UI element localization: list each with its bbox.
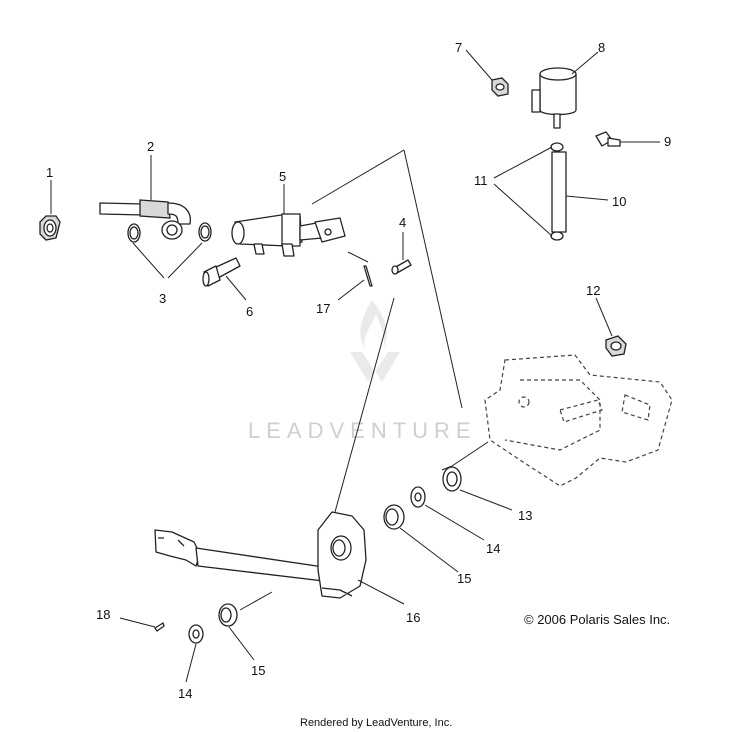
callout-18: 18 (96, 607, 110, 622)
callout-labels: 1 2 3 4 5 6 7 8 9 10 11 12 13 14 15 16 1… (46, 40, 671, 701)
callout-13: 13 (518, 508, 532, 523)
part-5-master-cylinder (231, 213, 346, 257)
part-9-bolt (595, 131, 621, 147)
callout-10: 10 (612, 194, 626, 209)
callout-15-upper: 15 (457, 571, 471, 586)
part-11-hose-clamps (550, 142, 564, 241)
part-15-bushing-upper (383, 504, 405, 530)
callout-12: 12 (586, 283, 600, 298)
copyright-notice: © 2006 Polaris Sales Inc. (524, 612, 670, 627)
part-3-crush-washers (127, 222, 212, 243)
part-18-cotter-pin (154, 622, 165, 632)
callout-2: 2 (147, 139, 154, 154)
part-16-brake-pedal (154, 511, 367, 599)
leader-lines (50, 49, 660, 683)
callout-4: 4 (399, 215, 406, 230)
callout-1: 1 (46, 165, 53, 180)
callout-3: 3 (159, 291, 166, 306)
callout-7: 7 (455, 40, 462, 55)
callout-8: 8 (598, 40, 605, 55)
callout-11: 11 (474, 173, 488, 188)
callout-9: 9 (664, 134, 671, 149)
callout-15-lower: 15 (251, 663, 265, 678)
part-12-nut (605, 335, 627, 357)
part-1-banjo-bolt (39, 215, 61, 241)
callout-14-lower: 14 (178, 686, 192, 701)
part-15-bushing-lower (218, 603, 238, 627)
part-2-brake-line (99, 199, 191, 240)
part-14-washer-upper (410, 486, 426, 508)
footer-credit: Rendered by LeadVenture, Inc. (300, 717, 452, 729)
callout-6: 6 (246, 304, 253, 319)
part-7-nut (491, 77, 509, 97)
part-10-hose (551, 151, 567, 233)
callout-17: 17 (316, 301, 330, 316)
watermark-logo (350, 300, 400, 382)
part-13-spring (441, 465, 462, 492)
watermark-text: LEADVENTURE (248, 418, 477, 443)
part-14-washer-lower (188, 624, 204, 644)
part-17-cotter-pin (363, 265, 373, 287)
frame-bracket (484, 354, 673, 487)
part-4-clevis-pin (391, 259, 412, 275)
callout-5: 5 (279, 169, 286, 184)
part-6-bolt (202, 257, 241, 287)
part-8-reservoir (531, 67, 577, 129)
callout-16: 16 (406, 610, 420, 625)
callout-14-upper: 14 (486, 541, 500, 556)
